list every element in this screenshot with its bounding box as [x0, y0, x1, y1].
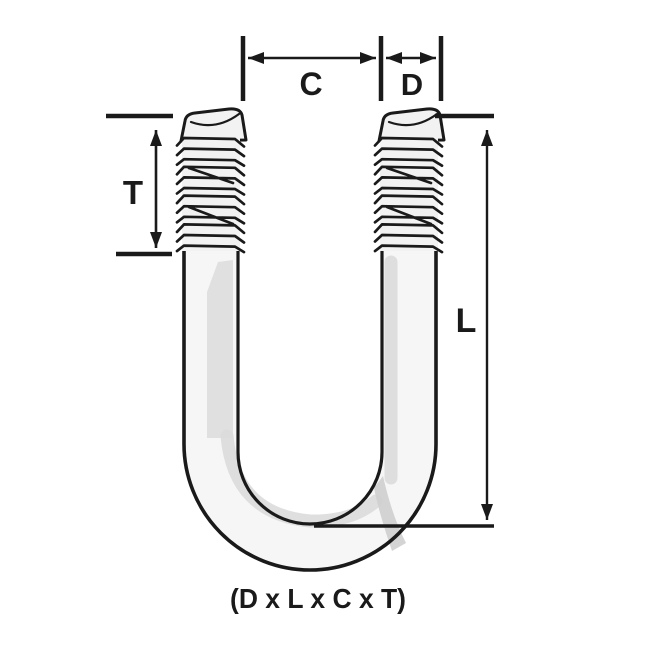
u-bolt-inner-edge	[236, 248, 384, 526]
left-end-cap-swoosh	[189, 112, 241, 127]
left-thread-lines	[175, 136, 246, 254]
dim-c-label: C	[299, 66, 322, 102]
right-threaded-end	[373, 107, 446, 254]
dim-d-label: D	[401, 67, 423, 102]
u-bolt-body	[182, 246, 438, 572]
dim-t-label: T	[123, 174, 143, 211]
left-shank-shade	[207, 260, 233, 438]
right-end-cap-swoosh	[387, 112, 439, 127]
right-thread-lines	[373, 136, 444, 254]
left-threaded-end	[175, 107, 248, 254]
bottom-curve-shade	[220, 429, 383, 528]
caption: (D x L x C x T)	[230, 583, 406, 614]
u-bolt-outer-edge	[182, 248, 438, 572]
dim-l-label: L	[456, 302, 477, 340]
dimension-annotations	[106, 36, 494, 528]
